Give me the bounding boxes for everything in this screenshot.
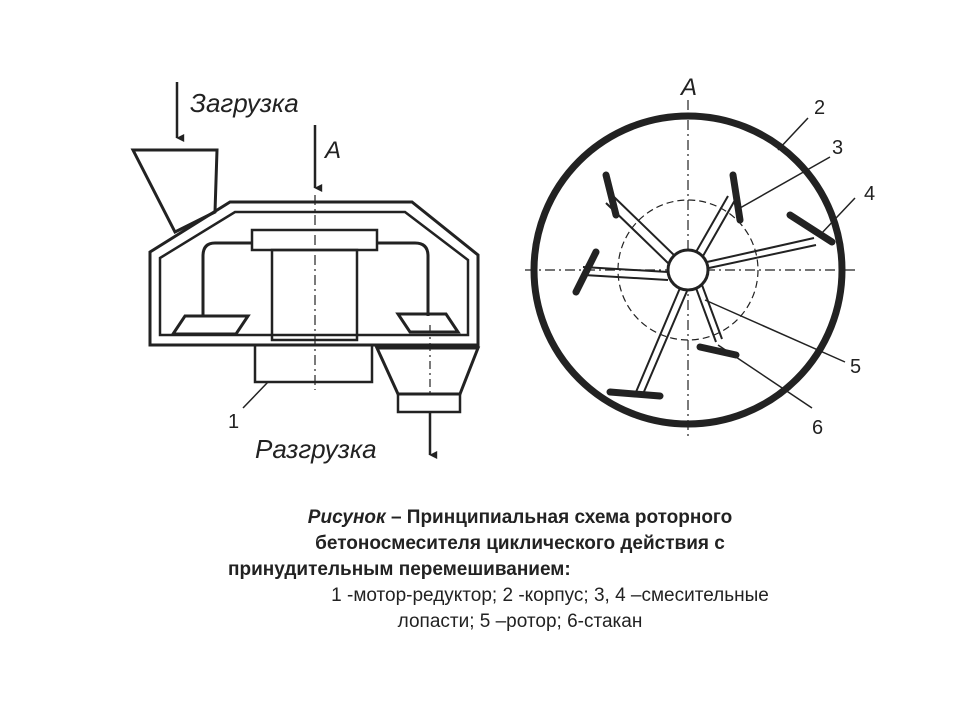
section-label-a-right: A	[679, 74, 697, 101]
caption-title-line-2: бетоносмесителя циклического действия с	[315, 533, 725, 554]
leader-line-1	[242, 381, 269, 409]
caption-word: Рисунок	[307, 507, 386, 528]
mixing-arm-left	[201, 241, 252, 316]
motor-reducer	[253, 343, 374, 384]
caption-legend-line-2: лопасти; 5 –ротор; 6-стакан	[397, 611, 643, 632]
figure-caption: Рисунок – Принципиальная схема роторного…	[200, 505, 840, 635]
mixing-blade-right	[395, 312, 461, 334]
caption-title-line-1: Рисунок – Принципиальная схема роторного	[200, 505, 840, 531]
caption-dash: –	[385, 507, 407, 528]
loading-label: Загрузка	[190, 88, 299, 118]
rotor-spokes	[582, 194, 817, 395]
mixer-diagram: Загрузка Разгрузка A A 1 2 3 4 5 6	[130, 74, 875, 464]
mixing-blade-left	[170, 314, 251, 336]
plan-view	[525, 100, 858, 438]
mixing-blades	[572, 171, 836, 400]
side-section-view	[130, 82, 481, 459]
mixing-arm-right	[377, 241, 430, 316]
number-label-1: 1	[228, 411, 239, 433]
number-label-6: 6	[812, 417, 823, 439]
discharge-gate	[396, 392, 462, 414]
rotor-hub	[666, 248, 710, 292]
discharge-cone	[374, 346, 481, 396]
number-label-4: 4	[864, 183, 875, 205]
housing-ring	[530, 112, 846, 428]
mixer-housing-outer	[148, 200, 480, 347]
number-label-5: 5	[850, 356, 861, 378]
number-label-3: 3	[832, 137, 843, 159]
central-cup	[270, 248, 359, 342]
caption-title-1: Принципиальная схема роторного	[406, 507, 733, 528]
leader-lines	[704, 117, 856, 409]
rotor-circle	[617, 199, 759, 341]
caption-legend-line-1: 1 -мотор-редуктор; 2 -корпус; 3, 4 –смес…	[331, 585, 769, 606]
unloading-label: Разгрузка	[255, 434, 377, 464]
number-label-2: 2	[814, 97, 825, 119]
caption-title-line-3: принудительным перемешиванием:	[228, 559, 571, 580]
section-label-a-left: A	[323, 137, 341, 164]
mixer-housing-inner	[158, 210, 470, 337]
